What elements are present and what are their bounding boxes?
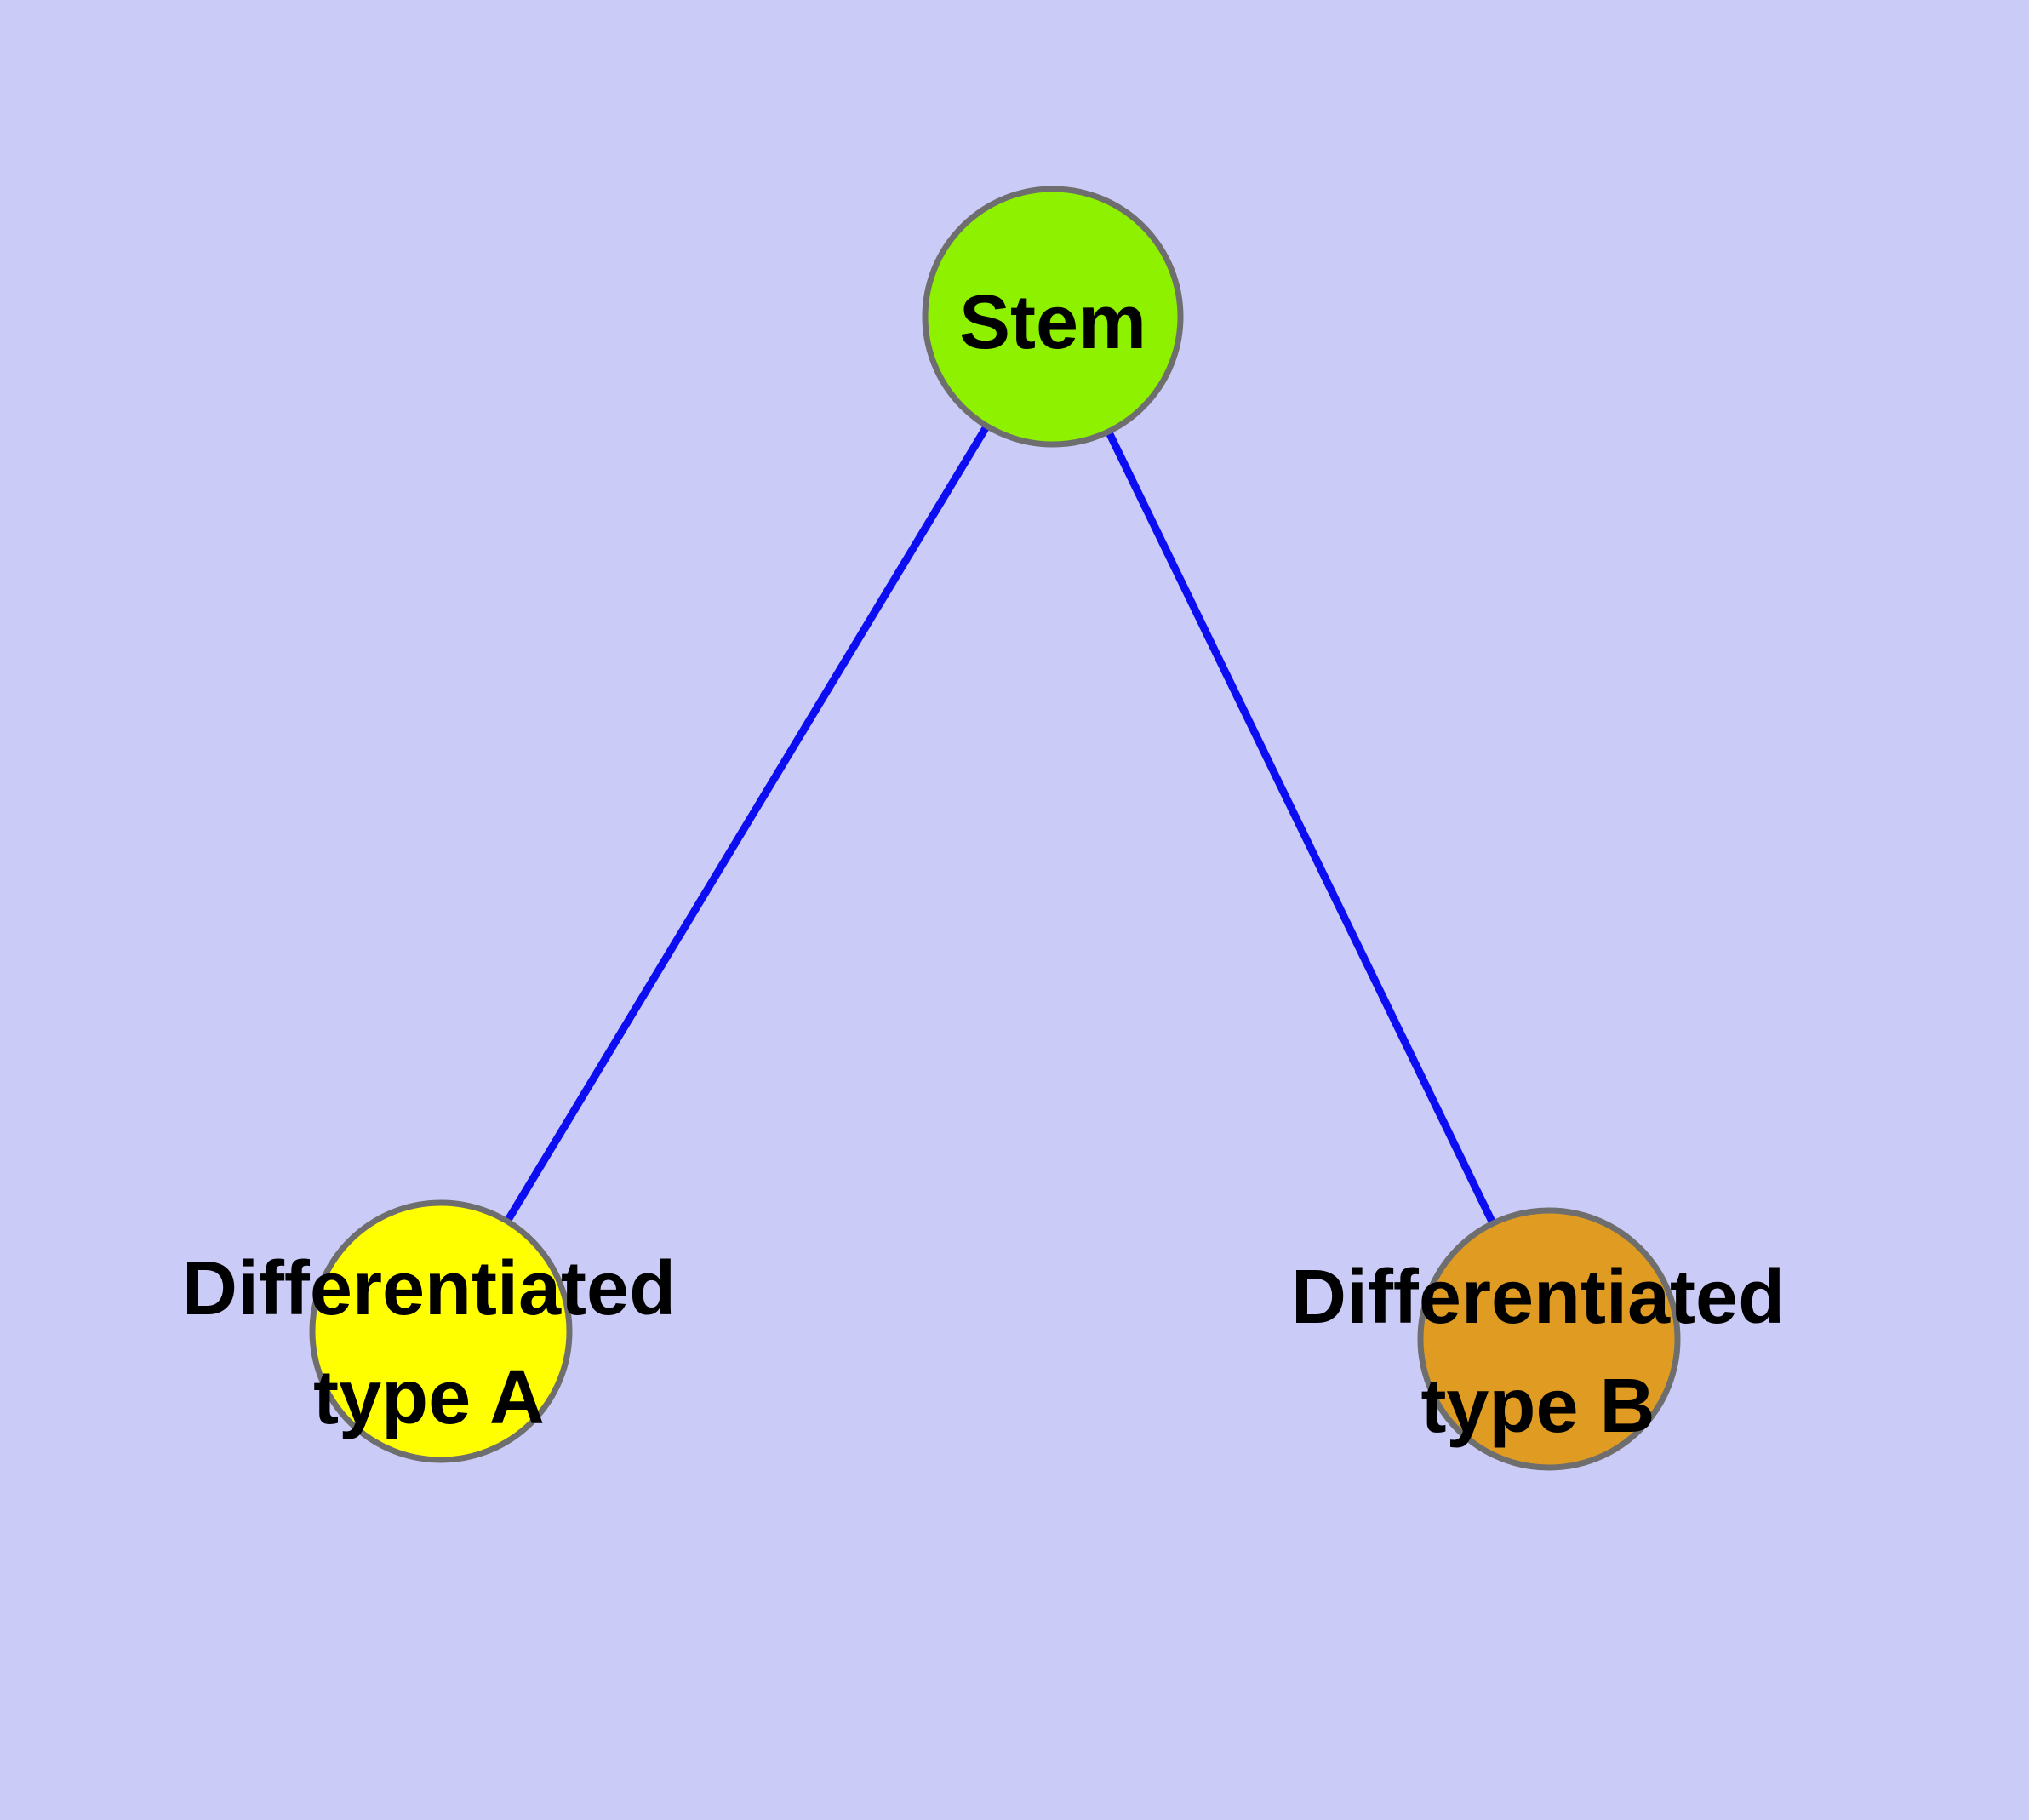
node-type-b <box>1417 1207 1681 1471</box>
node-stem <box>922 186 1184 448</box>
node-type-a <box>309 1199 573 1463</box>
edge-stem-to-type-b <box>1049 315 1553 1341</box>
edge-stem-to-type-a <box>437 314 1056 1334</box>
